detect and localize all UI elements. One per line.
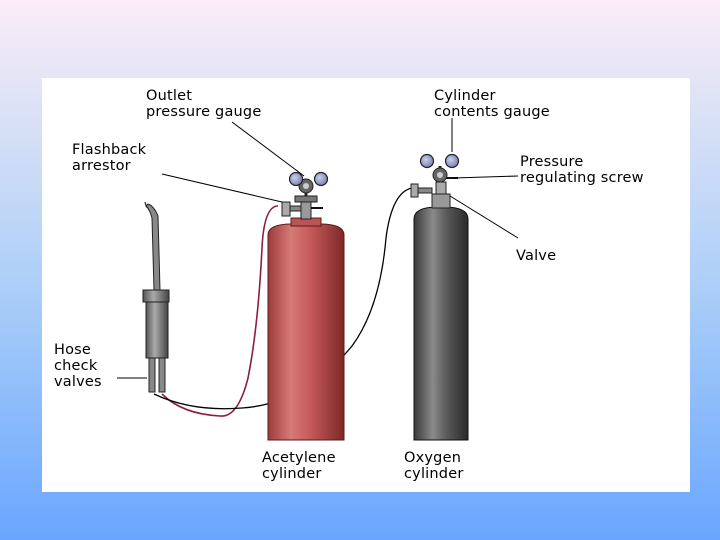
label-line: check (54, 358, 98, 374)
gas-welding-diagram (117, 118, 519, 441)
oxygen-hose (153, 187, 413, 410)
label-line: Hose (54, 342, 92, 358)
acetylene-hose (161, 205, 279, 417)
label-oxygen-cylinder: Oxygen cylinder (404, 450, 464, 482)
oxygen-cylinder (410, 153, 469, 441)
label-acetylene-cylinder: Acetylene cylinder (262, 450, 336, 482)
label-line: Oxygen (404, 450, 462, 466)
label-line: pressure gauge (146, 104, 262, 120)
label-line: Valve (516, 248, 557, 264)
label-line: arrestor (72, 158, 131, 174)
label-valve: Valve (516, 248, 556, 264)
label-cylinder-contents-gauge: Cylinder contents gauge (434, 88, 550, 120)
label-line: cylinder (404, 466, 464, 482)
label-line: cylinder (262, 466, 322, 482)
label-line: Acetylene (262, 450, 336, 466)
leader-lines (117, 118, 519, 379)
label-flashback-arrestor: Flashback arrestor (72, 142, 146, 174)
label-hose-check-valves: Hose check valves (54, 342, 102, 390)
label-line: Cylinder (434, 88, 496, 104)
label-line: contents gauge (434, 104, 550, 120)
label-line: Outlet (146, 88, 193, 104)
label-outlet-pressure-gauge: Outlet pressure gauge (146, 88, 261, 120)
welding-torch (142, 201, 170, 393)
label-line: Pressure (520, 154, 584, 170)
label-pressure-regulating-screw: Pressure regulating screw (520, 154, 644, 186)
label-line: valves (54, 374, 102, 390)
diagram-panel: Outlet pressure gauge Flashback arrestor… (42, 78, 690, 492)
label-line: Flashback (72, 142, 147, 158)
label-line: regulating screw (520, 170, 644, 186)
acetylene-cylinder (267, 171, 345, 441)
